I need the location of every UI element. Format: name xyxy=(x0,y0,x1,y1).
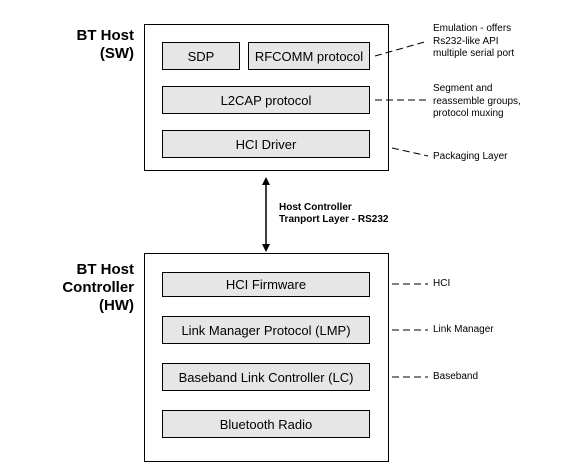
bt-host-title-line2: (SW) xyxy=(99,45,134,62)
note-hci: HCI xyxy=(433,278,451,289)
bt-host-title: BT Host (SW) xyxy=(44,27,135,63)
bt-host-title-line1: BT Host xyxy=(76,27,135,44)
hci-firmware-box: HCI Firmware xyxy=(162,272,370,297)
leader-emulation xyxy=(374,40,429,57)
transport-label-line1: Host Controller xyxy=(279,202,352,213)
sdp-box: SDP xyxy=(162,42,240,70)
transport-label-line2: Tranport Layer - RS232 xyxy=(279,214,389,225)
transport-label: Host Controller Tranport Layer - RS232 xyxy=(279,202,388,226)
bluetooth-radio-box: Bluetooth Radio xyxy=(162,410,370,438)
note-emulation-line1: Emulation - offers xyxy=(433,23,512,34)
hci-driver-box: HCI Driver xyxy=(162,130,370,158)
l2cap-box: L2CAP protocol xyxy=(162,86,370,114)
note-emulation-line3: multiple serial port xyxy=(433,48,515,59)
note-segment-line3: protocol muxing xyxy=(433,108,504,119)
note-emulation: Emulation - offers Rs232-like API multip… xyxy=(433,23,514,61)
leader-packaging xyxy=(391,147,429,157)
bt-host-controller-title: BT Host Controller (HW) xyxy=(44,261,134,315)
note-segment-line1: Segment and xyxy=(433,83,493,94)
note-packaging: Packaging Layer xyxy=(433,151,508,162)
controller-title-line1: BT Host xyxy=(76,261,135,278)
rfcomm-box: RFCOMM protocol xyxy=(248,42,370,70)
note-baseband: Baseband xyxy=(433,371,479,382)
controller-title-line3: (HW) xyxy=(99,297,134,314)
lc-box: Baseband Link Controller (LC) xyxy=(162,363,370,391)
note-segment: Segment and reassemble groups, protocol … xyxy=(433,83,521,121)
note-segment-line2: reassemble groups, xyxy=(433,95,521,107)
lmp-box: Link Manager Protocol (LMP) xyxy=(162,316,370,344)
controller-title-line2: Controller xyxy=(62,279,134,296)
note-emulation-line2: Rs232-like API xyxy=(433,35,499,47)
note-link-manager: Link Manager xyxy=(433,324,494,335)
